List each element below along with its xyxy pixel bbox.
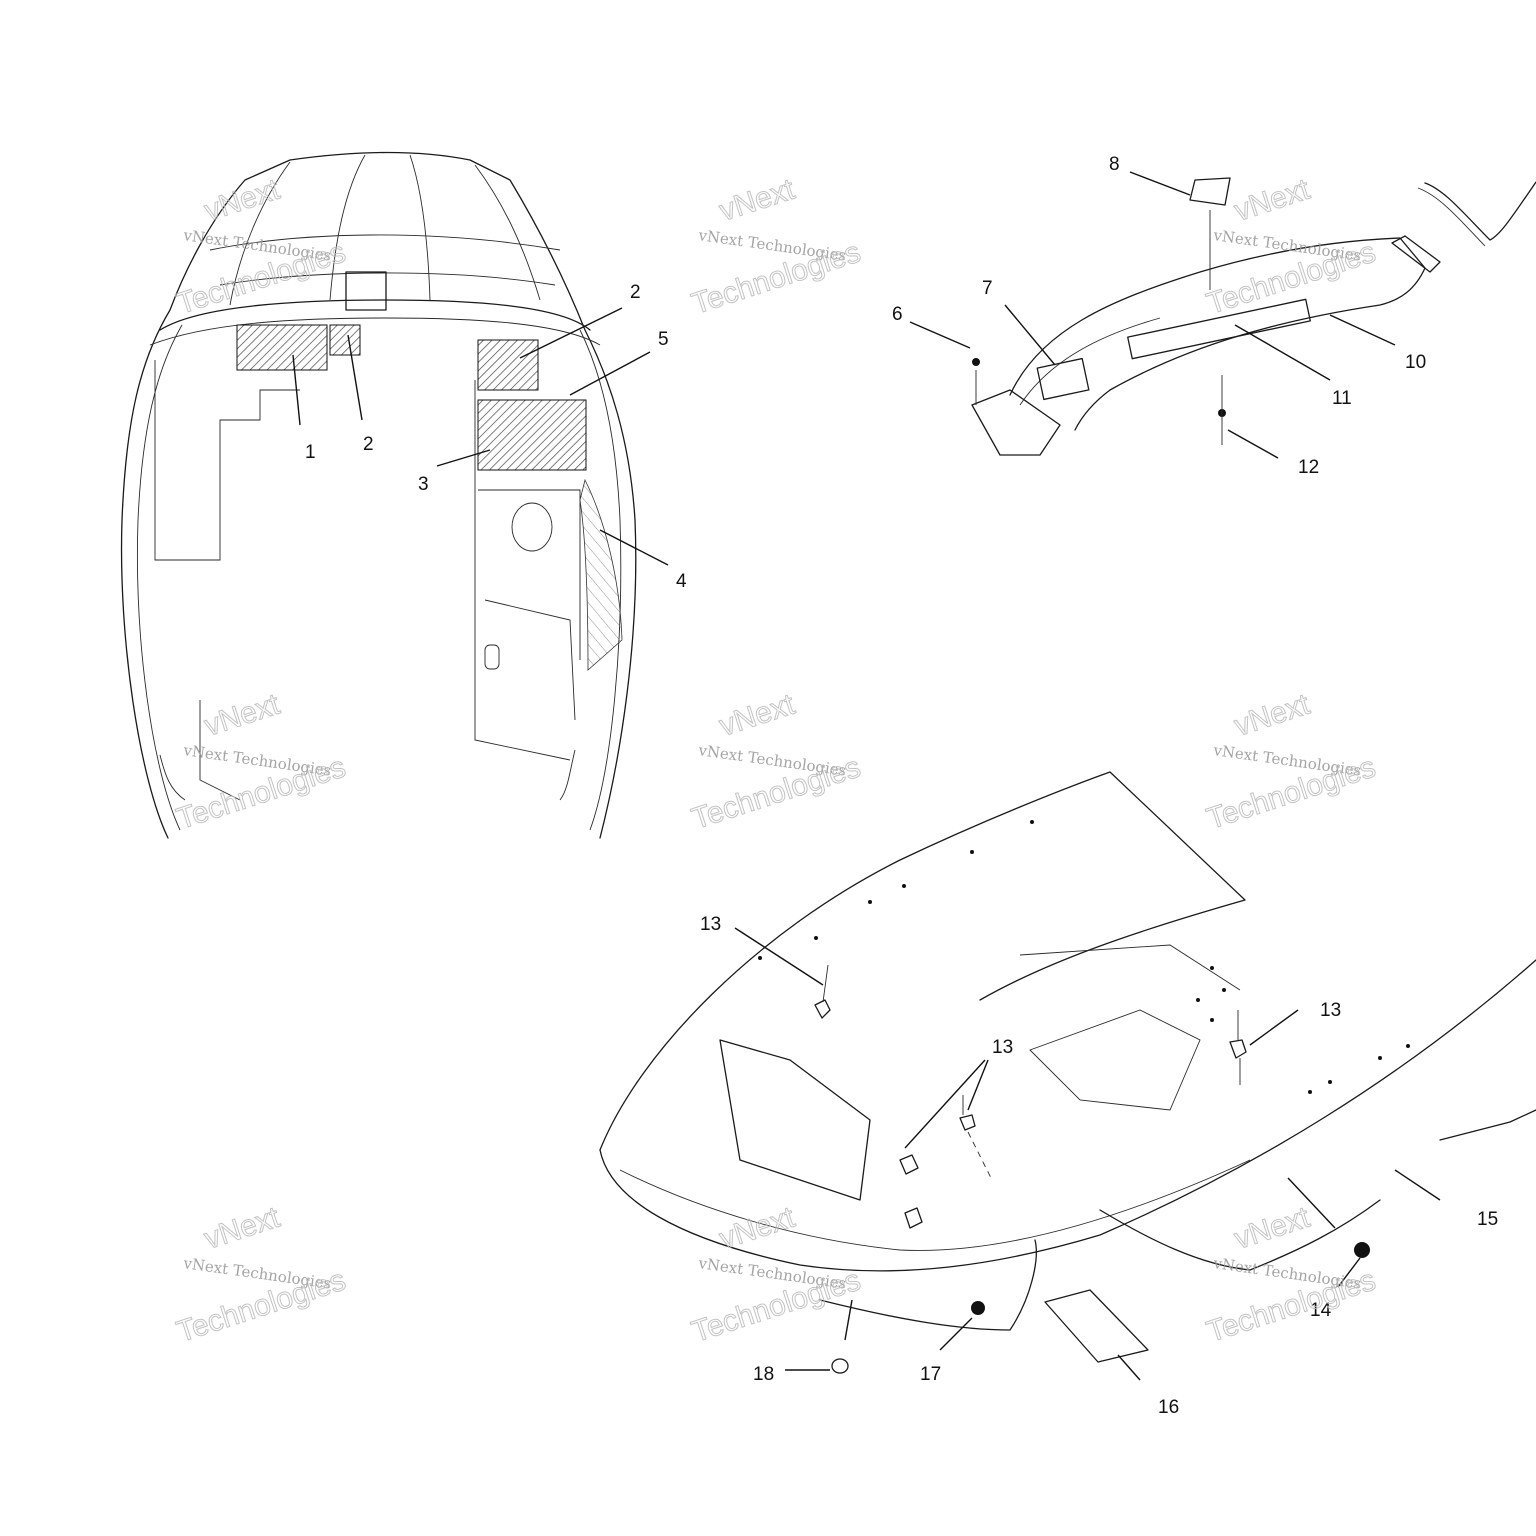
watermark: vNext Technologies vNext Technologies bbox=[687, 1200, 865, 1349]
callout-10: 10 bbox=[1405, 352, 1426, 373]
callout-7: 7 bbox=[982, 278, 993, 299]
callout-8: 8 bbox=[1109, 154, 1120, 175]
callout-13-c: 13 bbox=[992, 1037, 1013, 1058]
callout-5: 5 bbox=[658, 329, 669, 350]
svg-text:vNext: vNext bbox=[200, 1201, 284, 1256]
watermark: vNext Technologies vNext Technologies bbox=[687, 687, 865, 836]
hinge-brace-assembly bbox=[909, 171, 1536, 459]
callout-2-right: 2 bbox=[630, 282, 641, 303]
svg-text:vNext: vNext bbox=[715, 1201, 799, 1256]
svg-text:vNext: vNext bbox=[715, 173, 799, 228]
callout-17: 17 bbox=[920, 1364, 941, 1385]
callout-11: 11 bbox=[1332, 388, 1352, 409]
callout-15: 15 bbox=[1477, 1209, 1498, 1230]
callout-14: 14 bbox=[1310, 1300, 1332, 1321]
callout-12: 12 bbox=[1298, 457, 1319, 478]
nose-pan-assembly bbox=[599, 771, 1536, 1381]
callout-1: 1 bbox=[305, 442, 316, 463]
callout-4: 4 bbox=[676, 571, 687, 592]
svg-text:vNext: vNext bbox=[200, 173, 284, 228]
hood-assembly bbox=[120, 151, 669, 839]
svg-text:vNext: vNext bbox=[1230, 173, 1314, 228]
callout-18: 18 bbox=[753, 1364, 774, 1385]
callout-13-a: 13 bbox=[700, 914, 721, 935]
callout-13-b: 13 bbox=[1320, 1000, 1341, 1021]
watermark: vNext Technologies vNext Technologies bbox=[172, 1200, 350, 1349]
watermark: vNext Technologies vNext Technologies bbox=[687, 172, 865, 321]
watermark: vNext Technologies vNext Technologies bbox=[172, 687, 350, 836]
watermark: vNext Technologies vNext Technologies bbox=[1202, 1200, 1380, 1349]
callout-16: 16 bbox=[1158, 1397, 1179, 1418]
callout-6: 6 bbox=[892, 304, 903, 325]
svg-text:vNext: vNext bbox=[715, 688, 799, 743]
svg-text:vNext: vNext bbox=[1230, 688, 1314, 743]
watermark: vNext Technologies vNext Technologies bbox=[1202, 687, 1380, 836]
callout-3: 3 bbox=[418, 474, 429, 495]
callout-2-left: 2 bbox=[363, 434, 374, 455]
svg-text:vNext: vNext bbox=[200, 688, 284, 743]
callout-labels: 1 2 2 3 4 5 6 7 8 10 11 12 13 13 13 14 1… bbox=[305, 154, 1498, 1418]
watermark: vNext Technologies vNext Technologies bbox=[1202, 172, 1380, 321]
